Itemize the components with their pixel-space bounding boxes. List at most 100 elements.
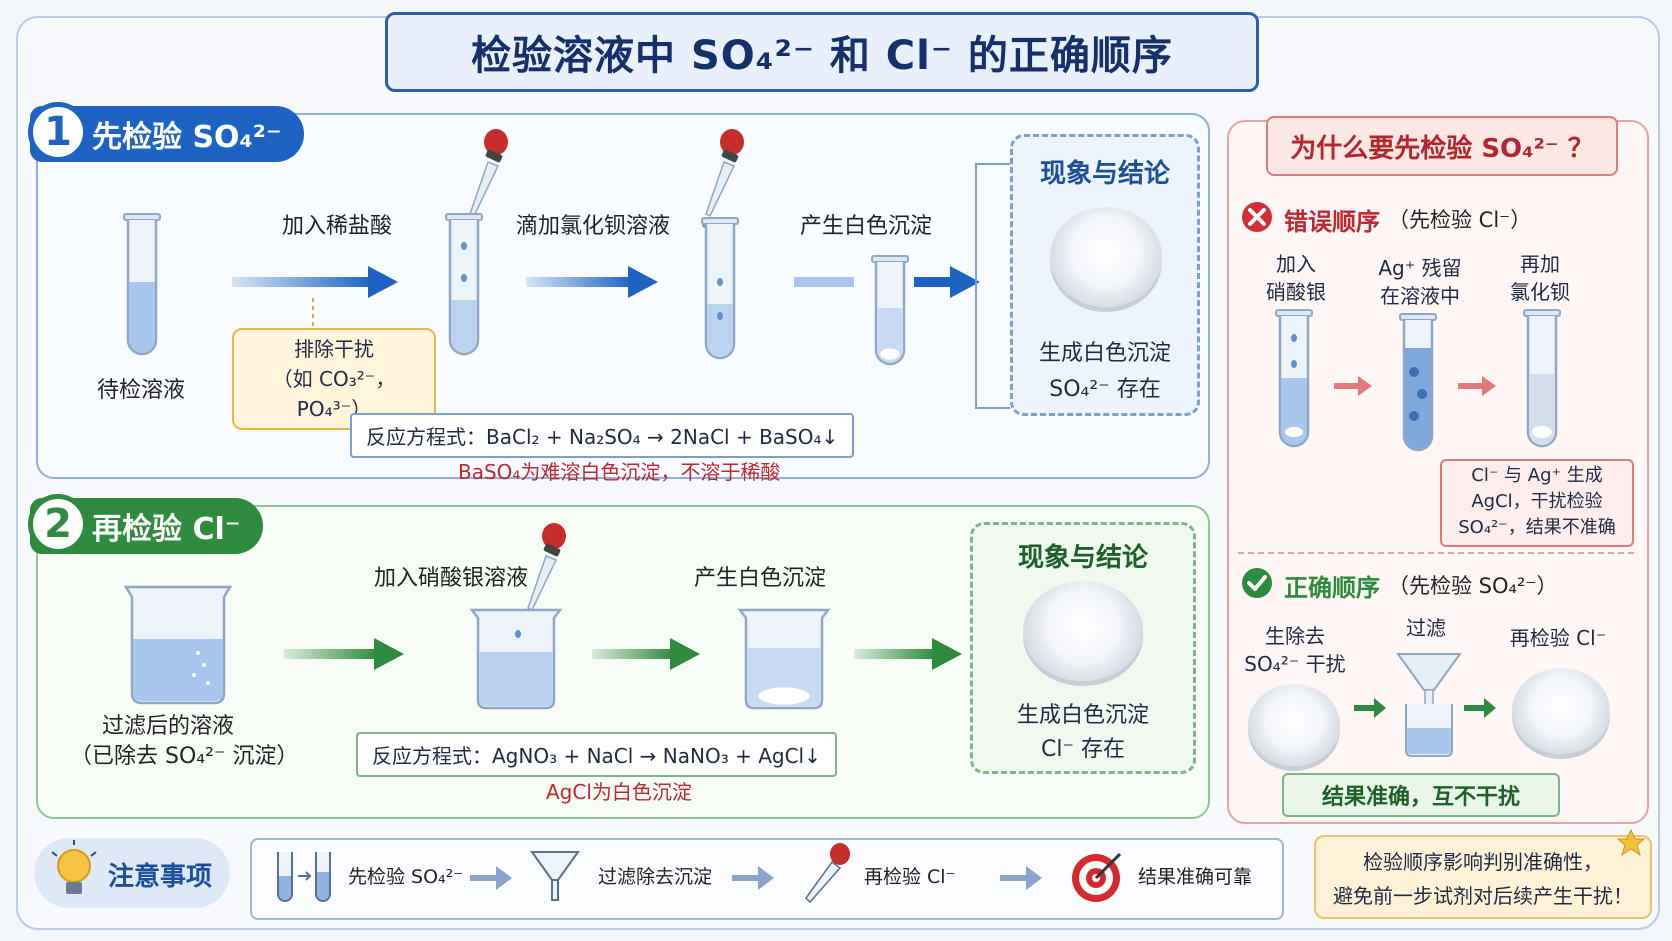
- arrow-right-icon: [470, 866, 512, 890]
- precipitate-dish-icon: [1023, 581, 1143, 681]
- interference-examples: （如 CO₃²⁻，PO₄³⁻）: [272, 367, 396, 421]
- arrow-right-icon: [1354, 698, 1386, 718]
- step2-tag: 2 再检验 Cl⁻: [28, 494, 263, 554]
- arrow-right-icon: [1000, 866, 1042, 890]
- wrong-result-line2: AgCl，干扰检验: [1471, 491, 1603, 512]
- wrong-step2-label: Ag⁺ 残留 在溶液中: [1370, 254, 1470, 310]
- step1-note: BaSO₄为难溶白色沉淀，不溶于稀酸: [458, 460, 781, 484]
- wrong-order-sub: （先检验 Cl⁻）: [1388, 208, 1532, 232]
- wrong-result-line3: SO₄²⁻，结果不准确: [1458, 517, 1616, 538]
- step2-number: 2: [28, 494, 88, 554]
- arrow-right-icon: [1464, 698, 1496, 718]
- sample-label: 待检溶液: [97, 378, 186, 403]
- notes-label: 注意事项: [108, 862, 213, 892]
- add-agno3-label: 加入硝酸银溶液: [374, 566, 529, 591]
- beaker-agno3-icon: [469, 608, 563, 710]
- right-step2-label: 过滤: [1406, 616, 1446, 640]
- test-tube-ag-ions-icon: [1399, 313, 1437, 452]
- step1-conclusion-line1: 生成白色沉淀: [1038, 341, 1171, 366]
- step2-conclusion-line2: Cl⁻ 存在: [1040, 737, 1126, 762]
- test-tube-agno3-icon: [1275, 309, 1313, 448]
- note-item2: 过滤除去沉淀: [598, 866, 713, 888]
- step2-conclusion-line1: 生成白色沉淀: [1016, 703, 1149, 728]
- step1-conclusion-box: 现象与结论 生成白色沉淀 SO₄²⁻ 存在: [1010, 134, 1200, 416]
- arrow-right-icon: [284, 638, 404, 670]
- note-item1: 先检验 SO₄²⁻: [348, 866, 464, 888]
- step1-equation: 反应方程式：BaCl₂ + Na₂SO₄ → 2NaCl + BaSO₄↓: [350, 413, 855, 458]
- right-order-title: 正确顺序: [1284, 574, 1380, 602]
- check-icon: [1242, 568, 1272, 598]
- dropper-icon: [702, 129, 744, 228]
- star-icon: [1616, 828, 1646, 857]
- step1-number: 1: [28, 102, 88, 162]
- wrong-step2-line1: Ag⁺ 残留: [1378, 256, 1462, 280]
- step1-conclusion-title: 现象与结论: [1039, 159, 1170, 189]
- precipitate-dish-icon: [1248, 684, 1340, 766]
- step2-conclusion-box: 现象与结论 生成白色沉淀 Cl⁻ 存在: [970, 522, 1196, 774]
- tip-box: 检验顺序影响判别准确性， 避免前一步试剂对后续产生干扰！: [1314, 835, 1652, 919]
- precipitate-dish-icon: [1050, 207, 1162, 307]
- right-step1-label: 生除去 SO₄²⁻ 干扰: [1240, 622, 1350, 678]
- tip-line2: 避免前一步试剂对后续产生干扰！: [1333, 884, 1633, 908]
- test-tube-sample-icon: [123, 213, 161, 356]
- wrong-order-title: 错误顺序: [1284, 208, 1380, 236]
- step2-precipitate-label: 产生白色沉淀: [694, 566, 827, 591]
- filter-funnel-icon: [1396, 653, 1462, 757]
- step2-conclusion-title: 现象与结论: [1017, 543, 1148, 573]
- wrong-step3-label: 再加 氯化钡: [1500, 250, 1580, 306]
- right-result-box: 结果准确，互不干扰: [1282, 773, 1560, 817]
- note-item3: 再检验 Cl⁻: [864, 866, 956, 888]
- wrong-step1-line2: 硝酸银: [1266, 280, 1326, 304]
- step2-tag-label: 再检验 Cl⁻: [92, 512, 241, 547]
- interference-title: 排除干扰: [294, 337, 374, 361]
- why-title: 为什么要先检验 SO₄²⁻ ？: [1266, 116, 1618, 176]
- note-item4: 结果准确可靠: [1138, 866, 1253, 888]
- wrong-step1-line1: 加入: [1276, 252, 1316, 276]
- dashed-connector: [312, 298, 314, 328]
- why-divider: [1238, 552, 1634, 554]
- right-step1-line2: SO₄²⁻ 干扰: [1244, 652, 1346, 676]
- add-acid-label: 加入稀盐酸: [282, 214, 393, 239]
- right-order-sub: （先检验 SO₄²⁻）: [1388, 574, 1558, 598]
- wrong-step3-line1: 再加: [1520, 252, 1560, 276]
- error-x-icon: [1242, 202, 1272, 232]
- test-tube-acid-icon: [445, 213, 483, 356]
- lightbulb-icon: [51, 840, 97, 894]
- filtrate-label: 过滤后的溶液: [102, 714, 235, 739]
- test-tube-bacl2-interfered-icon: [1523, 309, 1561, 448]
- beaker-precipitate-icon: [737, 608, 831, 710]
- step1-tag-label: 先检验 SO₄²⁻: [92, 120, 282, 155]
- arrow-right-icon: [732, 866, 774, 890]
- funnel-icon: [530, 851, 580, 901]
- step1-tag: 1 先检验 SO₄²⁻: [28, 102, 304, 162]
- right-step1-line1: 生除去: [1265, 624, 1325, 648]
- arrow-right-icon: [232, 266, 398, 298]
- step2-equation: 反应方程式：AgNO₃ + NaCl → NaNO₃ + AgCl↓: [356, 732, 837, 777]
- wrong-step2-line2: 在溶液中: [1380, 284, 1460, 308]
- page-title: 检验溶液中 SO₄²⁻ 和 Cl⁻ 的正确顺序: [385, 12, 1259, 92]
- wrong-result-line1: Cl⁻ 与 Ag⁺ 生成: [1471, 465, 1603, 486]
- step1-conclusion-line2: SO₄²⁻ 存在: [1049, 377, 1161, 402]
- step2-note: AgCl为白色沉淀: [546, 780, 692, 804]
- right-step3-label: 再检验 Cl⁻: [1509, 626, 1607, 650]
- arrow-right-icon: [794, 266, 980, 298]
- tip-line1: 检验顺序影响判别准确性，: [1363, 850, 1603, 874]
- arrow-right-icon: [1458, 376, 1496, 396]
- filtrate-sub-label: （已除去 SO₄²⁻ 沉淀）: [70, 744, 299, 769]
- test-tubes-icon: [277, 852, 331, 902]
- arrow-right-icon: [1334, 376, 1372, 396]
- beaker-filtrate-icon: [123, 585, 233, 705]
- precipitate-dish-icon: [1512, 668, 1610, 754]
- add-bacl2-label: 滴加氯化钡溶液: [516, 214, 671, 239]
- wrong-result-box: Cl⁻ 与 Ag⁺ 生成 AgCl，干扰检验 SO₄²⁻，结果不准确: [1440, 459, 1634, 547]
- arrow-right-icon: [526, 266, 658, 298]
- target-icon: [1072, 852, 1122, 902]
- arrow-right-icon: [854, 638, 962, 670]
- wrong-step1-label: 加入 硝酸银: [1256, 250, 1336, 306]
- bracket-line: [975, 163, 1010, 409]
- test-tube-precipitate-icon: [871, 255, 909, 366]
- test-tube-bacl2-icon: [701, 217, 739, 360]
- wrong-step3-line2: 氯化钡: [1510, 280, 1570, 304]
- dropper-icon: [805, 843, 850, 904]
- precipitate-label: 产生白色沉淀: [800, 214, 933, 239]
